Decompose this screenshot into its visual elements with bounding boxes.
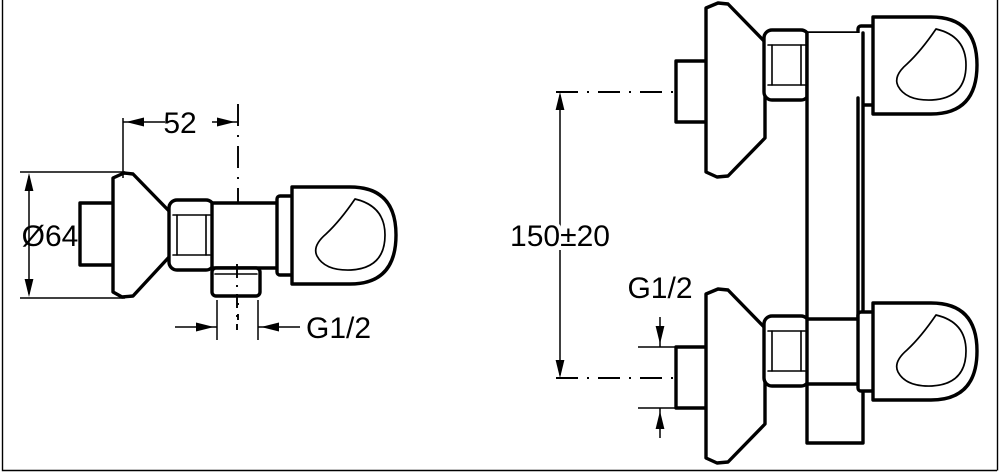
dimension-inlet-g12: G1/2	[627, 272, 693, 438]
dimension-150-20: 150±20	[506, 92, 614, 378]
side-handle-teardrop-icon	[314, 198, 386, 271]
dimension-diameter-64-text: Ø64	[22, 220, 79, 253]
dimension-outlet-g12: G1/2	[175, 300, 371, 345]
side-view-group: 52 Ø64	[20, 104, 398, 345]
side-escutcheon-flange	[111, 171, 172, 299]
front-bottom-body-connector	[805, 317, 865, 386]
front-bottom-handle	[871, 301, 979, 402]
side-valve-body	[210, 201, 284, 270]
front-bottom-valve-assembly	[674, 287, 979, 465]
dimension-diameter-64: Ø64	[20, 171, 125, 299]
side-hex-nut	[167, 198, 216, 272]
dimension-52-text: 52	[163, 107, 196, 140]
dimension-52: 52	[122, 107, 238, 178]
front-top-handle-teardrop-icon	[895, 28, 967, 101]
side-handle	[290, 185, 398, 286]
side-outlet-nipple	[210, 266, 262, 298]
front-bottom-escutcheon	[704, 287, 767, 465]
front-view-group: 150±20 G1/2	[506, 1, 979, 465]
dimension-outlet-g12-text: G1/2	[306, 312, 371, 345]
front-bottom-hex-nut	[762, 314, 811, 388]
front-top-hex-nut	[762, 28, 811, 102]
front-top-handle	[871, 15, 979, 116]
front-top-escutcheon	[704, 1, 767, 179]
dimension-150-20-text: 150±20	[510, 220, 610, 253]
front-bottom-handle-teardrop-icon	[895, 314, 967, 387]
dimension-inlet-g12-text: G1/2	[627, 272, 692, 305]
